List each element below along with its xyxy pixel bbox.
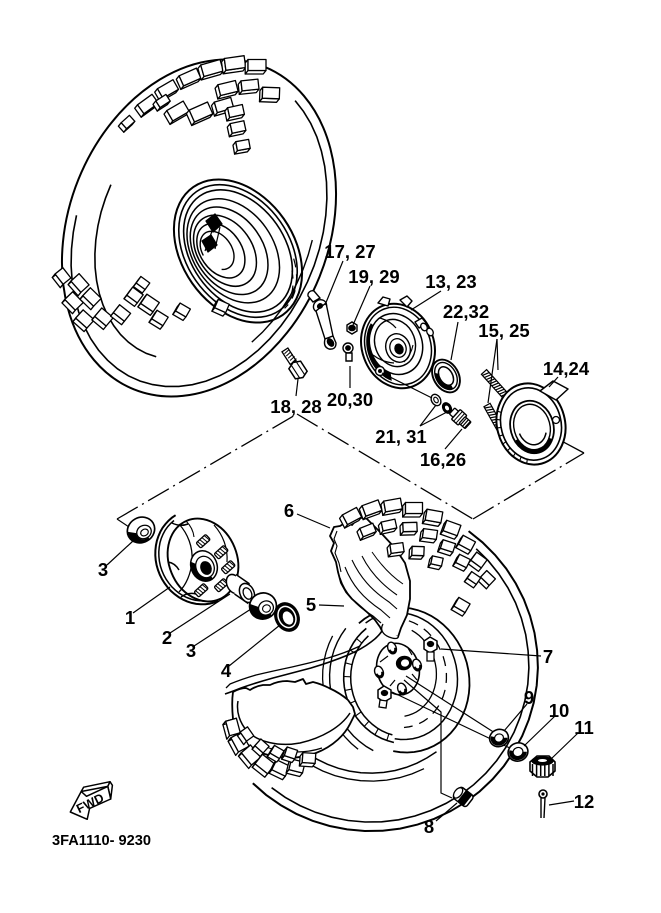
svg-text:2: 2 (162, 627, 172, 648)
svg-text:1: 1 (125, 607, 135, 628)
svg-text:18, 28: 18, 28 (270, 396, 321, 417)
svg-text:12: 12 (574, 791, 595, 812)
svg-text:3FA1110- 9230: 3FA1110- 9230 (52, 833, 151, 849)
svg-text:20,30: 20,30 (327, 389, 373, 410)
svg-text:5: 5 (306, 594, 316, 615)
svg-text:6: 6 (284, 500, 294, 521)
svg-text:3: 3 (98, 559, 108, 580)
svg-text:9: 9 (524, 687, 534, 708)
svg-text:7: 7 (543, 646, 553, 667)
svg-text:13, 23: 13, 23 (425, 271, 476, 292)
svg-text:22,32: 22,32 (443, 301, 489, 322)
svg-text:8: 8 (424, 816, 434, 837)
svg-text:10: 10 (549, 700, 570, 721)
svg-text:17, 27: 17, 27 (324, 241, 375, 262)
svg-text:15, 25: 15, 25 (478, 320, 529, 341)
svg-text:3: 3 (186, 640, 196, 661)
svg-text:14,24: 14,24 (543, 358, 590, 379)
svg-text:11: 11 (574, 717, 594, 738)
svg-text:4: 4 (221, 660, 232, 681)
svg-text:16,26: 16,26 (420, 449, 466, 470)
svg-text:21, 31: 21, 31 (375, 426, 426, 447)
svg-text:19, 29: 19, 29 (348, 266, 399, 287)
